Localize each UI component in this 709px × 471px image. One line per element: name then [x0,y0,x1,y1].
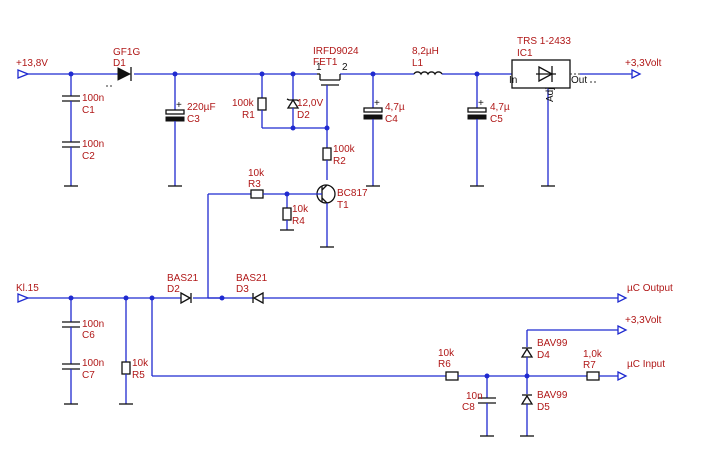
fet1-pin2: 2 [342,62,348,73]
ic1-ref: IC1 [517,48,533,59]
net-label-uc-output: µC Output [627,283,673,294]
kl15-terminal: Kl.15 [16,283,39,303]
d1-value: GF1G [113,47,140,58]
capacitor-c5: + 4,7µ C5 [467,98,510,187]
mosfet-fet1: 1 2 IRFD9024 FET1 [313,46,359,148]
r5-ref: R5 [132,370,145,381]
junction-dots [68,71,530,379]
net-label-vout-top: +3,3Volt [625,58,662,69]
svg-text:+: + [176,100,182,111]
t1-value: BC817 [337,188,368,199]
c7-ref: C7 [82,370,95,381]
net-label-kl15: Kl.15 [16,283,39,294]
ic1-pin-adj: Adj [545,88,556,102]
r7-ref: R7 [583,360,596,371]
ic1-pin-in: In [509,75,517,86]
capacitor-c6: 100n C6 [62,319,104,364]
net-label-vin: +13,8V [16,58,48,69]
resistor-r5: 10k R5 [119,358,149,405]
c2-value: 100n [82,139,104,150]
fet1-pin1: 1 [316,62,322,73]
net-label-vout-right: +3,3Volt [625,315,662,326]
d4-ref: D4 [537,350,550,361]
r7-value: 1,0k [583,349,603,360]
r2-ref: R2 [333,156,346,167]
c4-ref: C4 [385,114,398,125]
c8-value: 10n [466,391,483,402]
diode-d1: GF1G D1 [113,47,140,81]
c1-ref: C1 [82,105,95,116]
d1-ref: D1 [113,58,126,69]
fet1-ref: FET1 [313,57,338,68]
d2b-value: BAS21 [167,273,199,284]
net-label-uc-input: µC Input [627,359,665,370]
d5-value: BAV99 [537,390,568,401]
l1-ref: L1 [412,58,424,69]
top-rail-wires [28,73,632,110]
resistor-r2: 100k R2 [322,144,356,180]
resistor-r7: 1,0k R7 [583,349,618,381]
r1-value: 100k [232,98,255,109]
diode-d5: BAV99 D5 [520,390,568,437]
r4-ref: R4 [292,216,305,227]
c6-value: 100n [82,319,104,330]
capacitor-c1: 100n C1 [62,93,104,142]
regulator-ic1: In Out Adj TRS 1-2433 IC1 [509,36,587,187]
c6-ref: C6 [82,330,95,341]
d2b-ref: D2 [167,284,180,295]
capacitor-c7: 100n C7 [62,358,104,405]
capacitor-c2: 100n C2 [62,139,104,187]
r3-value: 10k [248,168,265,179]
l1-value: 8,2µH [412,46,439,57]
ic1-pin-out: Out [571,75,587,86]
resistor-r3: 10k R3 [208,168,322,199]
resistor-r4: 10k R4 [280,194,309,231]
ic1-value: TRS 1-2433 [517,36,571,47]
fet1-value: IRFD9024 [313,46,359,57]
output-terminal-top: +3,3Volt [625,58,662,80]
r1-ref: R1 [242,110,255,121]
transistor-t1: BC817 T1 [316,184,368,248]
r6-value: 10k [438,348,455,359]
diode-d3: BAS21 D3 [236,273,268,305]
uc-output-terminal: µC Output [617,283,673,304]
diode-d4: BAV99 D4 [520,338,568,394]
c5-value: 4,7µ [490,102,510,113]
diode-d2-bas21: BAS21 D2 [167,273,199,305]
r4-value: 10k [292,204,309,215]
c5-ref: C5 [490,114,503,125]
c8-ref: C8 [462,402,475,413]
capacitor-c8: 10n C8 [462,376,496,437]
c3-ref: C3 [187,114,200,125]
r6-ref: R6 [438,359,451,370]
c2-ref: C2 [82,151,95,162]
d5-ref: D5 [537,402,550,413]
d3-value: BAS21 [236,273,268,284]
c3-value: 220µF [187,102,216,113]
zener-ref: D2 [297,110,310,121]
capacitor-c3: + 220µF C3 [165,100,216,187]
c4-value: 4,7µ [385,102,405,113]
c7-value: 100n [82,358,104,369]
d4-value: BAV99 [537,338,568,349]
resistor-r6: 10k R6 [438,348,587,381]
t1-ref: T1 [337,200,349,211]
inductor-l1: 8,2µH L1 [412,46,443,76]
svg-text:+: + [374,98,380,109]
input-terminal-13v8: +13,8V [16,58,48,79]
uc-input-terminal: µC Input [617,359,665,382]
zener-d2: 12,0V D2 [286,98,323,128]
c1-value: 100n [82,93,104,104]
r3-ref: R3 [248,179,261,190]
svg-text:+: + [478,98,484,109]
kl15-rail-wires [28,297,618,377]
right-vout-rail: +3,3Volt [526,315,662,347]
r5-value: 10k [132,358,149,369]
zener-value: 12,0V [297,98,323,109]
capacitor-c4: + 4,7µ C4 [363,98,405,187]
d3-ref: D3 [236,284,249,295]
r2-value: 100k [333,144,356,155]
